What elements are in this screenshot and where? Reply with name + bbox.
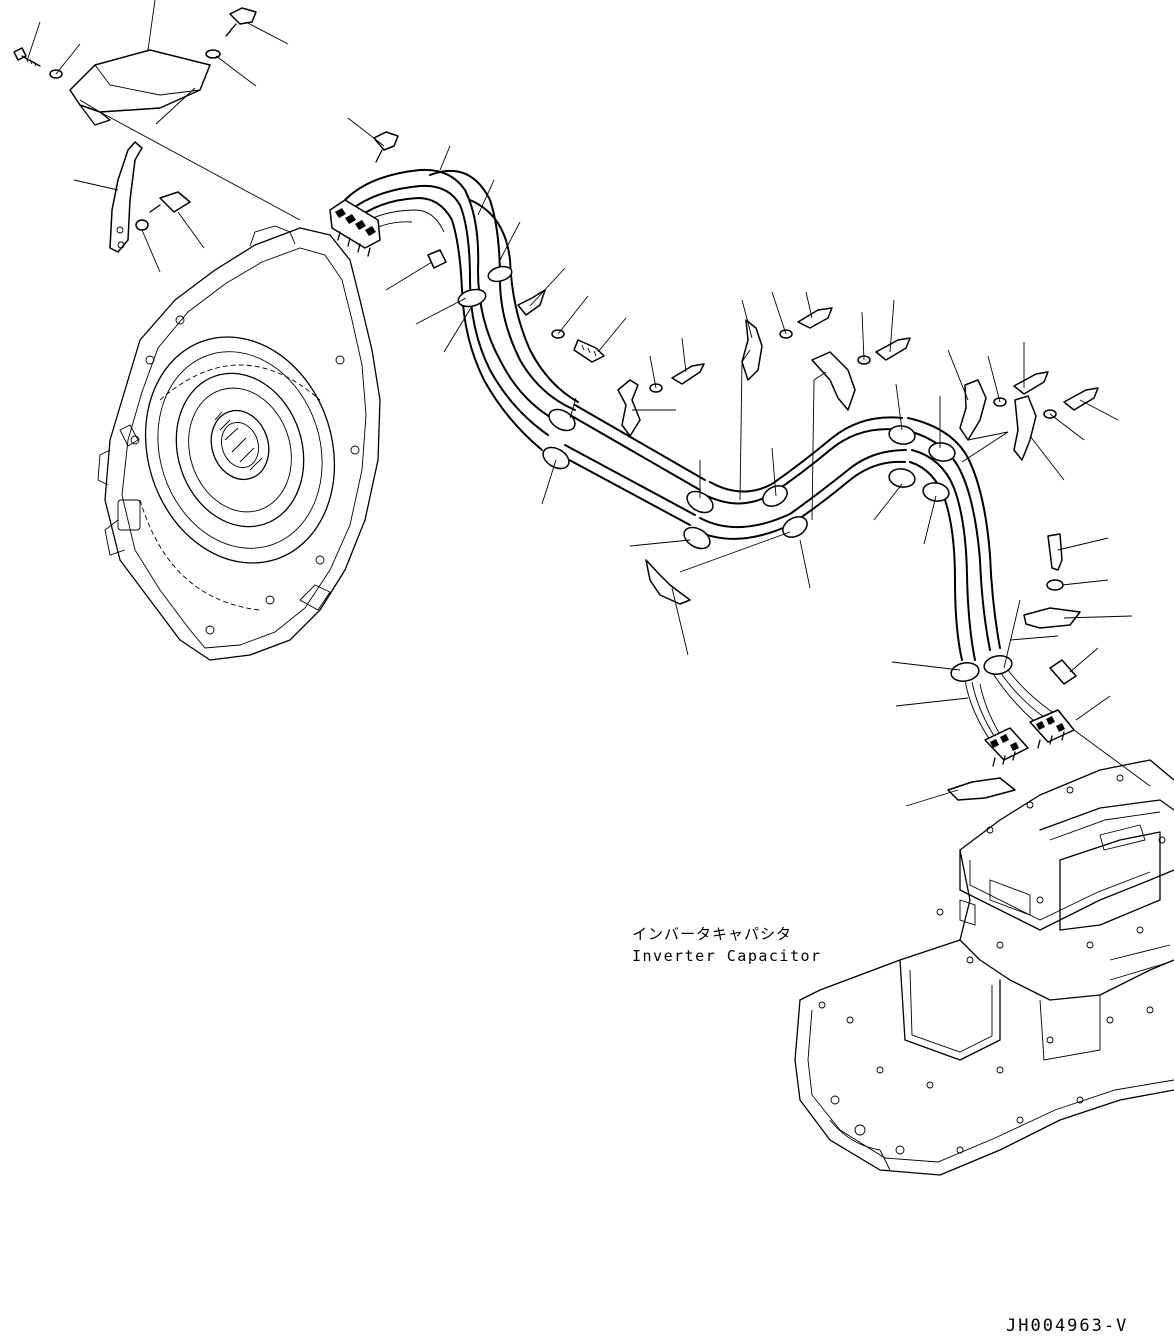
clamps-and-bolts xyxy=(427,249,1099,801)
component-label-japanese: インバータキャパシタ xyxy=(632,925,793,943)
motor-housing xyxy=(97,225,381,661)
drawing-id: JH004963-V xyxy=(1006,1316,1129,1336)
inverter-capacitor-body xyxy=(794,759,1174,1176)
component-label-english: Inverter Capacitor xyxy=(632,947,822,965)
leader-lines xyxy=(27,0,1151,807)
connector-cover xyxy=(69,49,211,126)
bolts-top-left xyxy=(13,7,399,231)
motor-side-connector xyxy=(329,199,381,257)
cover-bracket xyxy=(109,141,143,253)
hose-sleeves xyxy=(457,265,1013,682)
inverter-side-connectors xyxy=(984,709,1075,767)
